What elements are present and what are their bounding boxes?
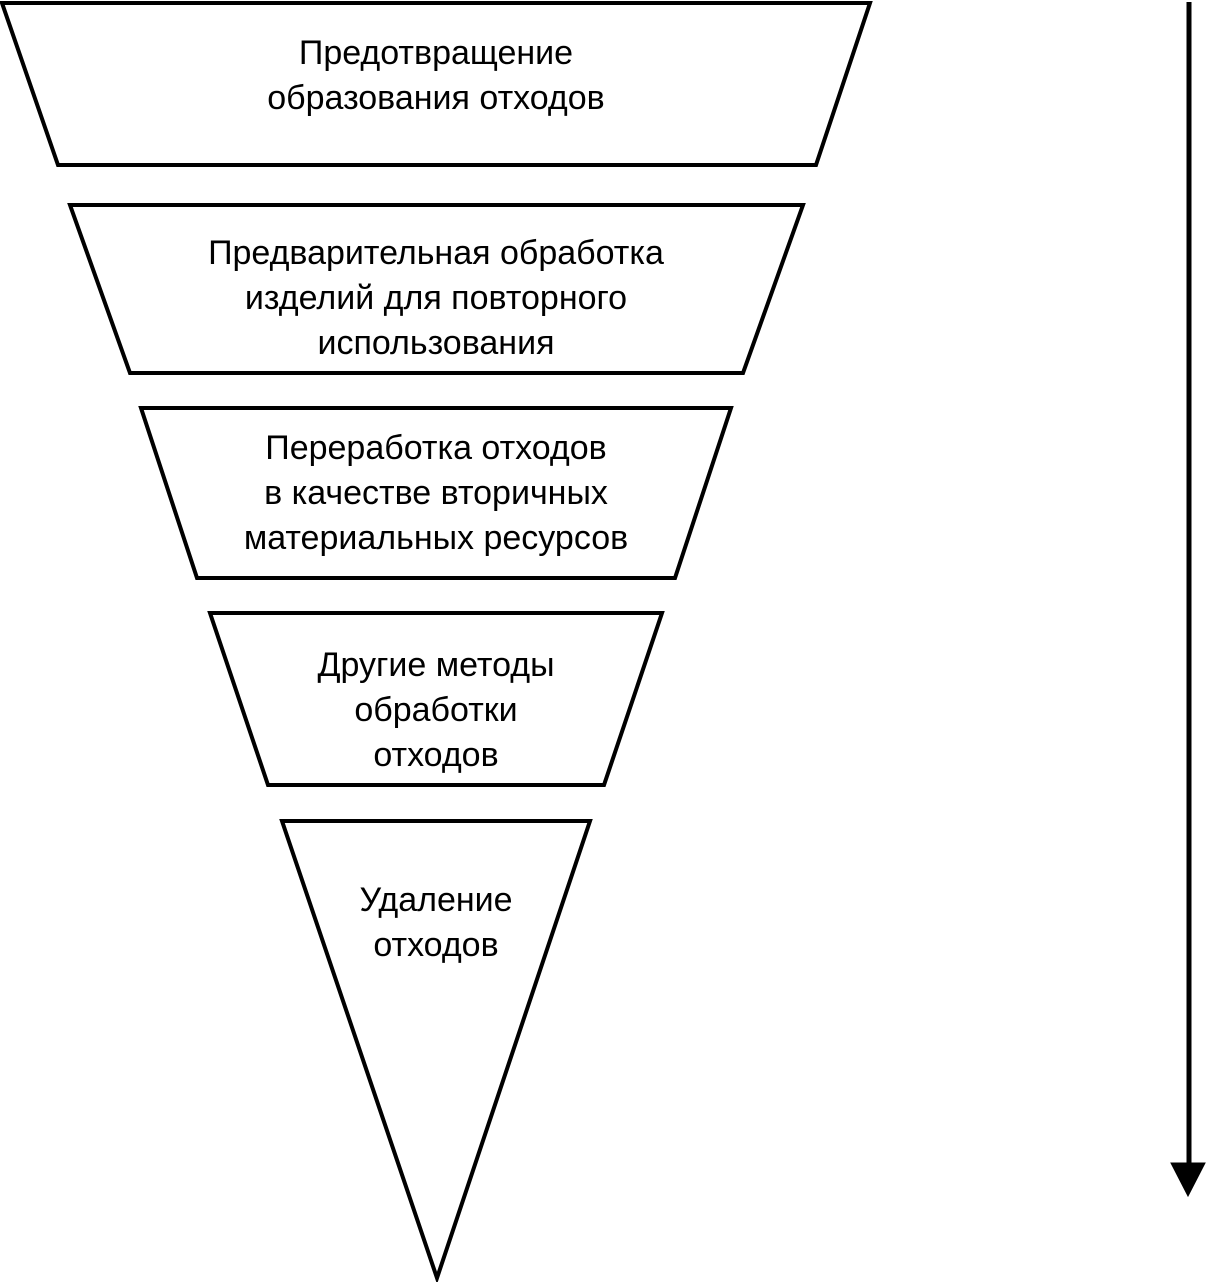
tier-5-label: Удаление отходов (359, 881, 513, 964)
tier-4-shape (207, 611, 665, 787)
tier-1-label: Предотвращение образования отходов (267, 34, 605, 117)
down-arrow-icon (1170, 2, 1206, 1198)
tier-5-shape (279, 819, 593, 1282)
tier-2-label: Предварительная обработка изделий для по… (208, 234, 664, 362)
tier-3-shape (138, 406, 734, 580)
down-arrow-head (1170, 1162, 1206, 1198)
tier-3-label: Переработка отходов в качестве вторичных… (243, 429, 629, 557)
tier-4-label: Другие методы обработки отходов (317, 646, 555, 774)
tier-2-shape (67, 203, 806, 375)
tier-1-shape (0, 1, 873, 167)
